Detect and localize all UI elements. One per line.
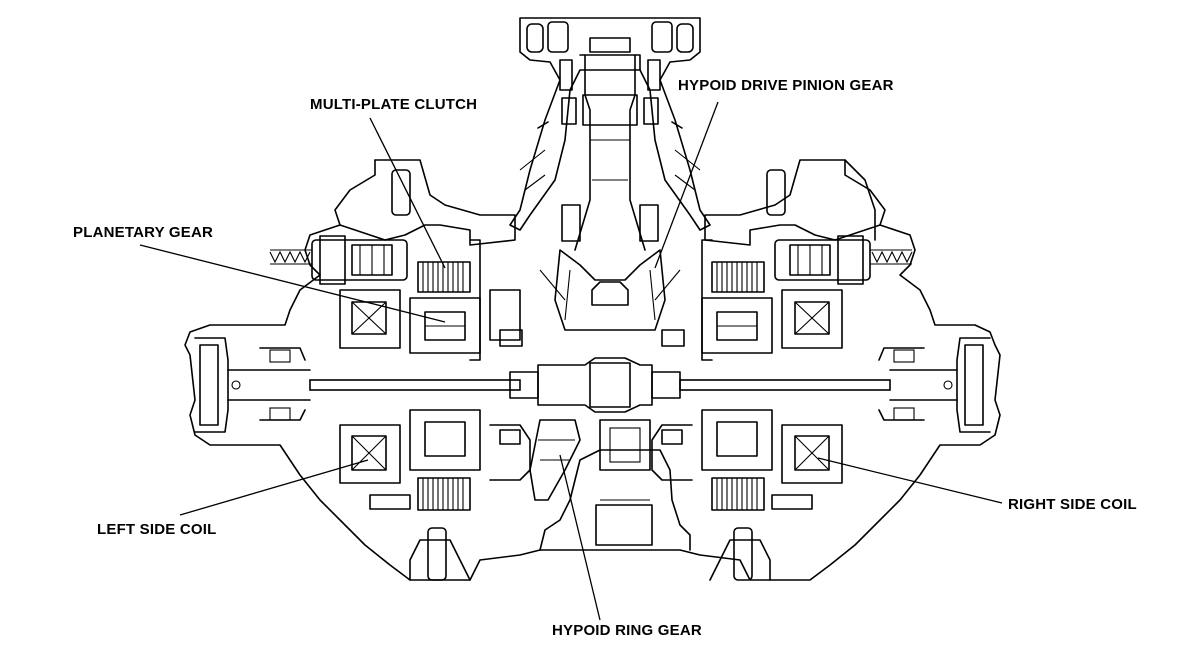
right-upper-mechanism — [661, 235, 925, 421]
ring-gear — [529, 419, 651, 501]
main-housing — [184, 159, 1001, 581]
left-upper-mechanism — [259, 235, 523, 421]
label-left-side-coil: LEFT SIDE COIL — [97, 521, 217, 538]
leader-lines — [139, 101, 1003, 621]
label-multi-plate-clutch: MULTI-PLATE CLUTCH — [310, 96, 478, 113]
pinion-housing — [509, 17, 711, 251]
leader-planetary-gear — [139, 244, 446, 323]
label-right-side-coil: RIGHT SIDE COIL — [1008, 496, 1137, 513]
label-hypoid-drive-pinion-gear: HYPOID DRIVE PINION GEAR — [678, 77, 894, 94]
leader-multi-plate-clutch — [369, 117, 446, 269]
label-planetary-gear: PLANETARY GEAR — [73, 224, 214, 241]
right-lower-mechanism — [651, 409, 843, 511]
left-lower-mechanism — [339, 409, 531, 511]
leader-hypoid-drive-pinion — [654, 101, 719, 269]
axle-shaft — [194, 337, 991, 433]
leader-hypoid-ring-gear — [559, 454, 601, 621]
leader-right-side-coil — [817, 457, 1003, 504]
label-hypoid-ring-gear: HYPOID RING GEAR — [552, 622, 702, 639]
pinion-gear-head — [539, 249, 681, 331]
leader-left-side-coil — [179, 459, 369, 516]
